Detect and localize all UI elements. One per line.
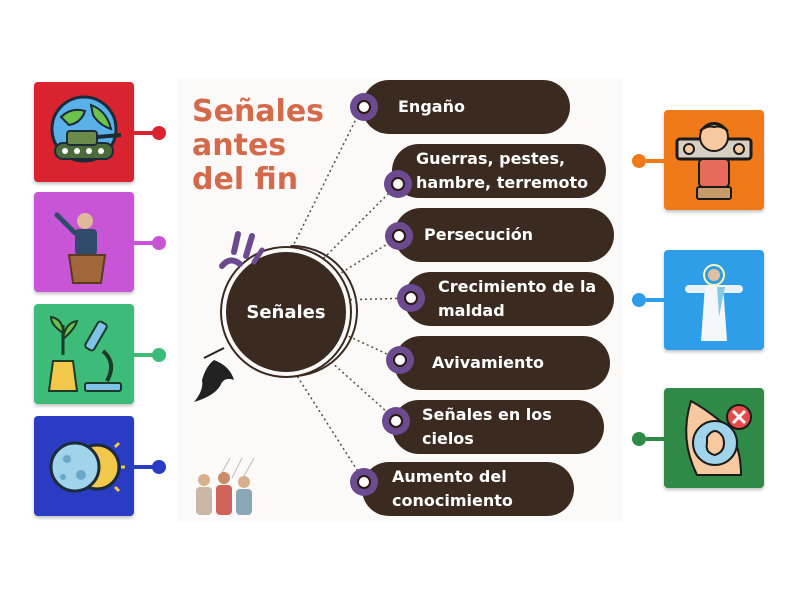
signal-item-maldad: Crecimiento de la maldad <box>404 272 614 326</box>
tile-war[interactable] <box>34 82 134 182</box>
connector <box>646 437 666 441</box>
tile-pregnancy[interactable] <box>664 388 764 488</box>
item-bullet <box>382 407 410 435</box>
signal-label: Persecución <box>424 225 534 244</box>
signal-label: Aumento del conocimiento <box>392 467 513 510</box>
tile-pin <box>152 348 166 362</box>
moon-sun-eclipse-icon <box>49 441 125 493</box>
tile-pin <box>152 460 166 474</box>
hub-circle <box>226 252 346 372</box>
connector <box>646 298 666 302</box>
hub-label: Señales <box>246 301 326 323</box>
signal-label: Señales en los cielos <box>422 405 552 448</box>
item-bullet <box>397 284 425 312</box>
tile-pin <box>632 432 646 446</box>
item-bullet <box>350 93 378 121</box>
tile-preacher[interactable] <box>34 192 134 292</box>
pregnancy-cancel-icon <box>685 399 752 476</box>
signal-label: Engaño <box>398 97 465 116</box>
tile-pin <box>152 236 166 250</box>
praying-people-icon <box>196 457 255 515</box>
item-bullet <box>384 170 412 198</box>
signal-item-persecucion: Persecución <box>394 208 614 262</box>
splash-icon <box>219 231 265 269</box>
tile-persecution[interactable] <box>664 110 764 210</box>
tile-knowledge[interactable] <box>34 304 134 404</box>
diagram-title: Señales antes del fin <box>192 94 325 197</box>
signal-item-guerras: Guerras, pestes, hambre, terremoto <box>392 144 606 198</box>
prisoner-stocks-icon <box>675 122 753 200</box>
item-bullet <box>385 222 413 250</box>
signal-label: Avivamiento <box>432 353 544 372</box>
signal-item-cielos: Señales en los cielos <box>392 400 604 454</box>
tile-pin <box>632 154 646 168</box>
connector <box>134 353 154 357</box>
connector <box>134 465 154 469</box>
signal-item-conocimiento: Aumento del conocimiento <box>362 462 574 516</box>
signal-label: Guerras, pestes, hambre, terremoto <box>416 149 589 192</box>
signal-item-avivamiento: Avivamiento <box>394 336 610 390</box>
item-bullet <box>350 468 378 496</box>
plant-microscope-icon <box>47 315 122 392</box>
globe-tank-icon <box>50 95 122 163</box>
grim-reaper-icon <box>194 347 234 402</box>
signal-item-engano: Engaño <box>362 80 570 134</box>
connector <box>646 159 666 163</box>
connector <box>134 241 154 245</box>
item-bullet <box>386 346 414 374</box>
tile-pin <box>152 126 166 140</box>
signal-label: Crecimiento de la maldad <box>438 277 597 320</box>
connector <box>134 131 154 135</box>
preacher-podium-icon <box>54 212 107 284</box>
christ-ascension-icon <box>685 264 743 341</box>
tile-pin <box>632 293 646 307</box>
tile-revival[interactable] <box>664 250 764 350</box>
tile-heavens[interactable] <box>34 416 134 516</box>
